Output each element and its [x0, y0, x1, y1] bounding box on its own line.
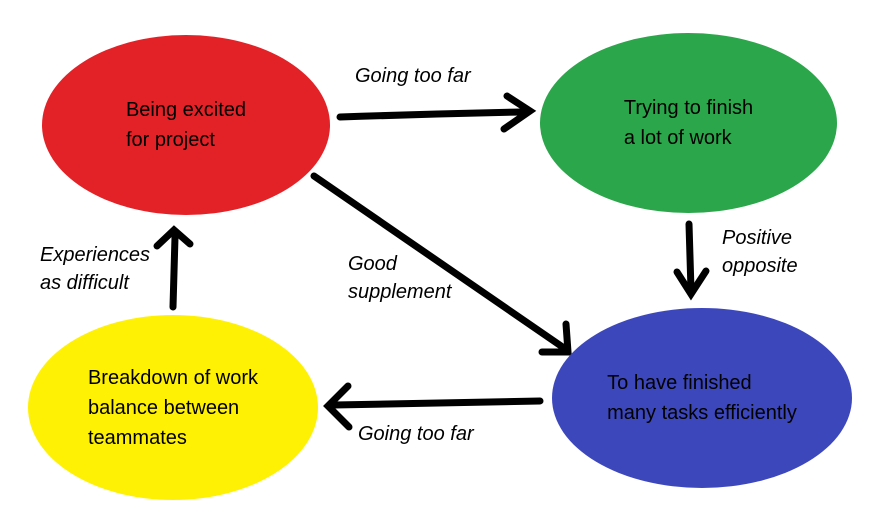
node-label-line: many tasks efficiently	[607, 402, 797, 424]
node-label-line: Breakdown of work	[87, 366, 259, 389]
edge-label-line: as difficult	[40, 272, 129, 294]
edge-label-good-supplement: Good supplement	[348, 250, 451, 306]
edge-label-line: opposite	[722, 255, 798, 277]
node-finished-tasks: To have finished many tasks efficiently	[552, 308, 852, 488]
node-breakdown: Breakdown of work balance between teamma…	[28, 315, 318, 500]
node-label-line: for project	[125, 129, 215, 151]
arrow-finished-to-breakdown	[323, 382, 544, 431]
edge-label-line: Going too far	[355, 65, 471, 87]
edge-label-line: Going too far	[358, 423, 474, 445]
node-label: To have finished many tasks efficiently	[607, 368, 797, 428]
node-label: Trying to finish a lot of work	[624, 93, 753, 153]
edge-label-going-too-far-bottom: Going too far	[358, 420, 474, 448]
node-being-excited: Being excited for project	[42, 35, 330, 215]
edge-label-positive-opposite: Positive opposite	[722, 224, 798, 280]
edge-label-line: Experiences	[40, 244, 151, 266]
arrow-breakdown-to-excited	[153, 225, 194, 311]
edge-label-going-too-far-top: Going too far	[355, 62, 471, 90]
node-label-line: Being excited	[125, 99, 247, 121]
node-label-line: a lot of work	[623, 127, 732, 149]
edge-label-line: Positive	[722, 227, 793, 249]
arrow-excited-to-trying	[336, 92, 537, 133]
node-label-line: balance between	[87, 396, 240, 419]
node-label: Breakdown of work balance between teamma…	[88, 363, 258, 453]
node-label: Being excited for project	[126, 95, 246, 155]
node-label-line: To have finished	[607, 372, 752, 394]
node-trying-finish: Trying to finish a lot of work	[540, 33, 837, 213]
arrow-trying-to-finished	[673, 220, 710, 301]
edge-label-experiences-as-difficult: Experiences as difficult	[40, 241, 150, 297]
edge-label-line: supplement	[348, 281, 452, 303]
arrow-excited-to-finished	[310, 172, 572, 356]
edge-label-line: Good	[348, 253, 397, 275]
node-label-line: Trying to finish	[623, 97, 754, 119]
node-label-line: teammates	[87, 426, 187, 449]
